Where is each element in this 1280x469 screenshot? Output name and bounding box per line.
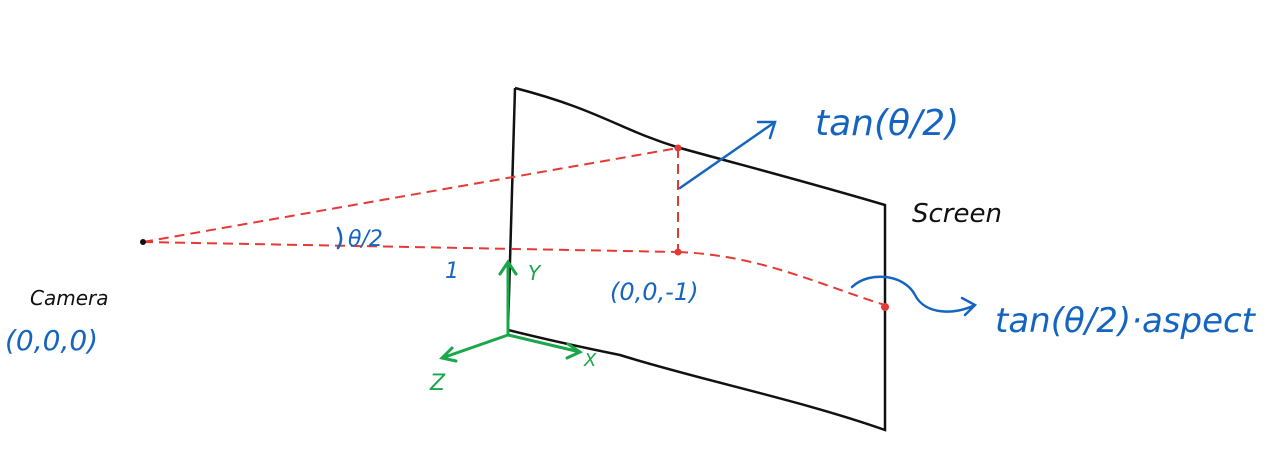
tan-aspect-label: tan(θ/2)·aspect [995, 301, 1257, 341]
center-point [674, 248, 682, 256]
axis-y-label: Y [528, 261, 542, 285]
screen-center-label: (0,0,-1) [610, 278, 698, 306]
screen-label: Screen [912, 199, 1002, 229]
camera-label: Camera [30, 286, 109, 310]
arrow-to-tan [678, 120, 777, 190]
ray-center [142, 241, 679, 253]
ray-right [677, 251, 886, 306]
axis-z-label: Z [429, 371, 446, 396]
screen-plane [506, 86, 887, 432]
right-point [881, 303, 889, 311]
ray-top [142, 147, 679, 243]
angle-arc [336, 226, 343, 250]
half-angle-label: θ/2 [348, 227, 383, 252]
arrow-to-aspect [850, 275, 978, 317]
top-point [674, 144, 682, 152]
camera-point [140, 239, 146, 245]
tan-half-fov-label: tan(θ/2) [815, 103, 959, 144]
axis-x-arrow [506, 333, 584, 360]
distance-label: 1 [445, 259, 459, 284]
axis-x-label: X [583, 350, 597, 371]
camera-origin-label: (0,0,0) [5, 324, 98, 357]
axis-y-arrow [498, 259, 518, 337]
axis-z-arrow [438, 333, 510, 363]
